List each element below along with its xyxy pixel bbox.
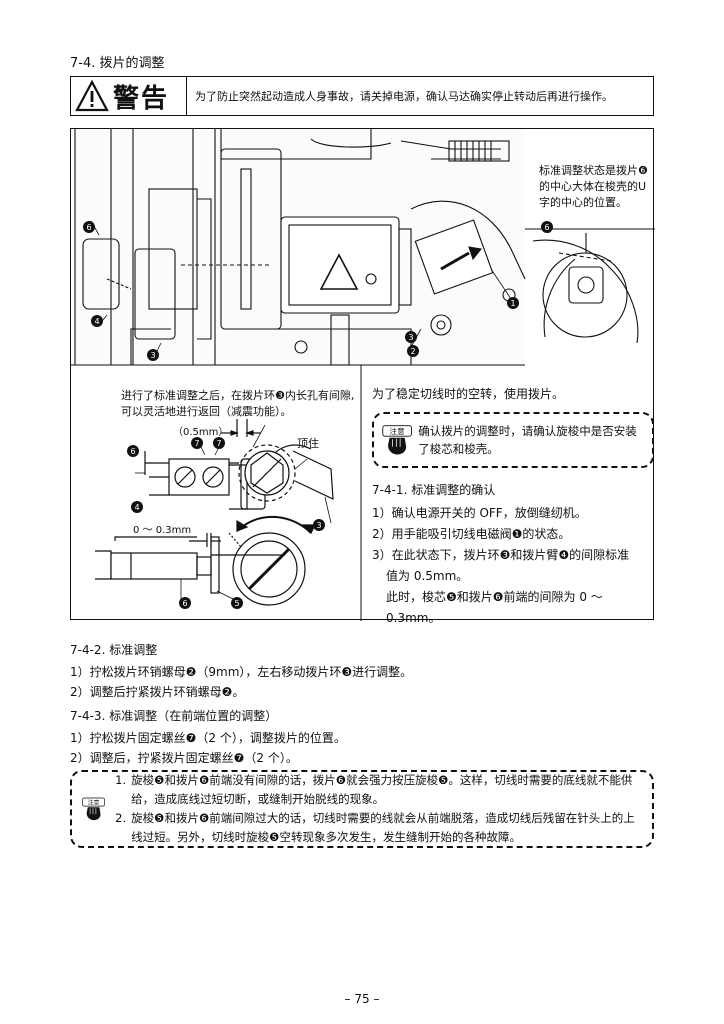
callout-3c: 3 xyxy=(316,521,321,530)
caution-item-2: 2. 旋梭❺和拨片❻前端间隙过大的话，切线时需要的线就会从前端脱落，造成切线后残… xyxy=(115,809,642,847)
caution-icon-label-1: 注意 xyxy=(390,426,406,436)
caution-item-1: 1. 旋梭❺和拨片❻前端没有间隙的话，拨片❻就会强力按压旋梭❺。这样，切线时需要… xyxy=(115,771,642,809)
step-3-clearance: 此时，梭芯❺和拨片❻前端的间隙为 0 ～ 0.3mm。 xyxy=(386,590,603,625)
callout-3b: 3 xyxy=(408,333,413,342)
step-1: 1）拧松拨片环销螺母❷（9mm），左右移动拨片环❸进行调整。 xyxy=(70,665,413,679)
step-1: 1）确认电源开关的 OFF，放倒缝纫机。 xyxy=(372,506,587,520)
figure-box: 6 4 3 2 3 1 6 7 7 6 4 3 6 5 标准调整状态是拨片❻的中… xyxy=(70,128,655,621)
callout-7b: 7 xyxy=(216,439,221,448)
callout-4b: 4 xyxy=(134,503,139,512)
caution-text-1: 确认拨片的调整时，请确认旋梭中是否安装了梭芯和梭壳。 xyxy=(418,424,637,456)
callout-badges: 6 4 3 2 3 1 6 7 7 6 4 3 6 5 xyxy=(83,221,553,609)
caution-box-2: 注意 1. 旋梭❺和拨片❻前端没有间隙的话，拨片❻就会强力按压旋梭❺。这样，切线… xyxy=(70,770,654,848)
callout-6c: 6 xyxy=(130,447,135,456)
warning-triangle-icon xyxy=(75,80,109,112)
callout-1: 1 xyxy=(510,299,515,308)
step-3: 3）在此状态下，拨片环❸和拨片臂❹的间隙标准 xyxy=(372,548,630,562)
warning-label: 警告 xyxy=(71,77,187,115)
callout-3: 3 xyxy=(150,351,155,360)
step-3-continued: 值为 0.5mm。 xyxy=(386,569,469,583)
shock-absorb-note: 进行了标准调整之后，在拨片环❸内长孔有间隙,可以灵活地进行返回（减震功能）。 xyxy=(121,389,355,418)
caution-hand-icon: 注意 xyxy=(82,797,105,821)
clearance-range-label: 0 ～ 0.3mm xyxy=(133,525,192,536)
main-mechanism-drawing xyxy=(71,129,526,366)
callout-4: 4 xyxy=(94,317,99,326)
gap-label: （0.5mm） xyxy=(173,427,229,438)
section-7-4-3: 7-4-3. 标准调整（在前端位置的调整） 1）拧松拨片固定螺丝❼（2 个），调… xyxy=(70,706,654,768)
warning-word: 警告 xyxy=(113,83,170,114)
section-7-4-2: 7-4-2. 标准调整 1）拧松拨片环销螺母❷（9mm），左右移动拨片环❸进行调… xyxy=(70,640,654,702)
hook-detail-drawing xyxy=(525,228,655,344)
caution-item-num: 2. xyxy=(115,811,127,825)
push-label: 顶住 xyxy=(297,437,319,450)
caution-item-text: 旋梭❺和拨片❻前端没有间隙的话，拨片❻就会强力按压旋梭❺。这样，切线时需要的底线… xyxy=(131,773,633,806)
gap-detail-drawing xyxy=(95,419,334,606)
section-7-4-1: 7-4-1. 标准调整的确认 1）确认电源开关的 OFF，放倒缝纫机。 2）用手… xyxy=(372,480,654,629)
intro-text: 为了稳定切线时的空转，使用拨片。 xyxy=(372,387,565,401)
mechanism-illustration: 6 4 3 2 3 1 6 7 7 6 4 3 6 5 xyxy=(71,129,655,621)
page-number: – 75 – xyxy=(344,992,380,1006)
callout-2: 2 xyxy=(410,347,415,356)
callout-5: 5 xyxy=(234,599,239,608)
step-1: 1）拧松拨片固定螺丝❼（2 个），调整拨片的位置。 xyxy=(70,731,346,745)
step-2: 2）调整后，拧紧拨片固定螺丝❼（2 个）。 xyxy=(70,751,298,765)
caution-item-num: 1. xyxy=(115,773,127,787)
callout-6: 6 xyxy=(86,223,91,232)
warning-box: 警告 为了防止突然起动造成人身事故，请关掉电源，确认马达确实停止转动后再进行操作… xyxy=(70,76,654,116)
callout-6d: 6 xyxy=(182,599,187,608)
caution-icon-label-2: 注意 xyxy=(88,798,100,806)
section-7-4-1-title: 7-4-1. 标准调整的确认 xyxy=(372,483,496,497)
callout-6b: 6 xyxy=(544,223,549,232)
caution-box-1: 注意 确认拨片的调整时，请确认旋梭中是否安装了梭芯和梭壳。 xyxy=(372,412,654,468)
standard-state-note: 标准调整状态是拨片❻的中心大体在梭壳的U字的中心的位置。 xyxy=(539,164,648,209)
section-7-4-2-title: 7-4-2. 标准调整 xyxy=(70,643,158,657)
section-7-4-3-title: 7-4-3. 标准调整（在前端位置的调整） xyxy=(70,709,278,723)
caution-list: 1. 旋梭❺和拨片❻前端没有间隙的话，拨片❻就会强力按压旋梭❺。这样，切线时需要… xyxy=(115,771,642,847)
caution-hand-icon: 注意 xyxy=(382,425,412,455)
step-2: 2）用手能吸引切线电磁阀❶的状态。 xyxy=(372,527,571,541)
warning-text: 为了防止突然起动造成人身事故，请关掉电源，确认马达确实停止转动后再进行操作。 xyxy=(195,90,613,103)
callout-7a: 7 xyxy=(194,439,199,448)
caution-item-text: 旋梭❺和拨片❻前端间隙过大的话，切线时需要的线就会从前端脱落，造成切线后残留在针… xyxy=(131,811,635,844)
section-title: 7-4. 拨片的调整 xyxy=(70,56,165,71)
step-2: 2）调整后拧紧拨片环销螺母❷。 xyxy=(70,685,245,699)
